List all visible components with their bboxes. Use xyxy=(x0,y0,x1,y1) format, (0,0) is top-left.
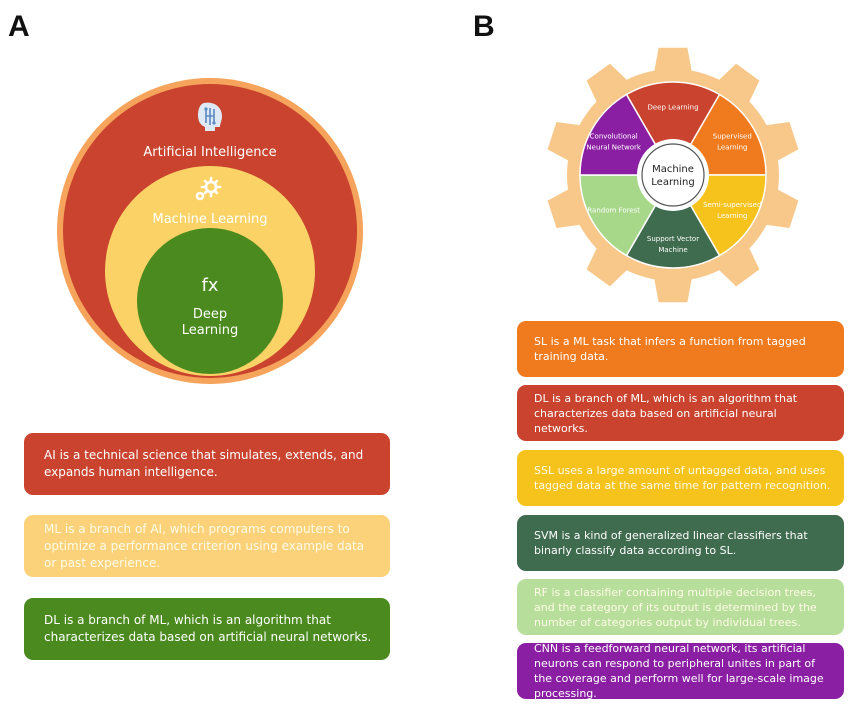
dl-label-line1: Deep xyxy=(193,307,227,322)
dl-label-line2: Learning xyxy=(182,323,238,338)
dl-circle xyxy=(137,228,283,374)
definition-sl-text: SL is a ML task that infers a function f… xyxy=(534,335,806,363)
segment-label-semi-supervised-learning: Semi-supervised xyxy=(703,201,761,209)
segment-label-cnn: Neural Network xyxy=(586,143,641,151)
definition-svm-text: SVM is a kind of generalized linear clas… xyxy=(534,529,808,557)
definition-dl-text: DL is a branch of ML, which is an algori… xyxy=(44,613,372,644)
definition-sl-box: SL is a ML task that infers a function f… xyxy=(517,321,844,377)
definition-ai-text: AI is a technical science that simulates… xyxy=(44,448,364,479)
definition-cnn-box: CNN is a feedforward neural network, its… xyxy=(517,642,844,700)
definition-cnn-text: CNN is a feedforward neural network, its… xyxy=(534,642,824,700)
ai-head-icon xyxy=(198,102,222,131)
definition-dl-box: DL is a branch of ML, which is an algori… xyxy=(24,598,390,660)
segment-label-cnn: Convolutional xyxy=(590,132,638,140)
ml-label: Machine Learning xyxy=(153,212,268,227)
center-hub xyxy=(637,139,709,211)
ai-ml-dl-nested-circles: Artificial Intelligence Machine Learning… xyxy=(57,78,363,384)
ai-label: Artificial Intelligence xyxy=(143,145,276,160)
center-hub-ring xyxy=(641,143,705,207)
segment-label-deep-learning: Deep Learning xyxy=(647,104,698,112)
gears-icon xyxy=(195,176,222,201)
ml-methods-gear: Machine Learning Deep LearningSupervised… xyxy=(547,47,799,303)
segment-label-support-vector-machine: Machine xyxy=(658,246,687,254)
segment-label-semi-supervised-learning: Learning xyxy=(717,212,747,220)
segment-label-supervised-learning: Learning xyxy=(717,143,747,151)
center-label-line1: Machine xyxy=(652,164,694,175)
definition-rf-box: RF is a classifier containing multiple d… xyxy=(517,579,844,635)
segment-label-supervised-learning: Supervised xyxy=(713,132,752,140)
definition-ssl-box: SSL uses a large amount of untagged data… xyxy=(517,450,844,506)
definition-dl-b-text: DL is a branch of ML, which is an algori… xyxy=(534,391,798,435)
definition-dl-b-box: DL is a branch of ML, which is an algori… xyxy=(517,385,844,441)
definition-svm-box: SVM is a kind of generalized linear clas… xyxy=(517,515,844,571)
segment-label-random-forest: Random Forest xyxy=(587,206,640,214)
definition-ml-box: ML is a branch of AI, which programs com… xyxy=(24,515,390,577)
segment-support-vector-machine xyxy=(625,173,721,269)
segment-deep-learning xyxy=(625,81,721,177)
fx-symbol: fx xyxy=(202,275,219,296)
definition-rf-text: RF is a classifier containing multiple d… xyxy=(534,585,817,629)
segment-label-support-vector-machine: Support Vector xyxy=(647,235,699,243)
panel-label-a: A xyxy=(8,10,30,43)
panel-label-b: B xyxy=(473,10,495,43)
definition-ssl-text: SSL uses a large amount of untagged data… xyxy=(534,464,831,492)
center-label-line2: Learning xyxy=(651,177,694,188)
definition-ml-text: ML is a branch of AI, which programs com… xyxy=(44,521,365,570)
definition-ai-box: AI is a technical science that simulates… xyxy=(24,433,390,495)
